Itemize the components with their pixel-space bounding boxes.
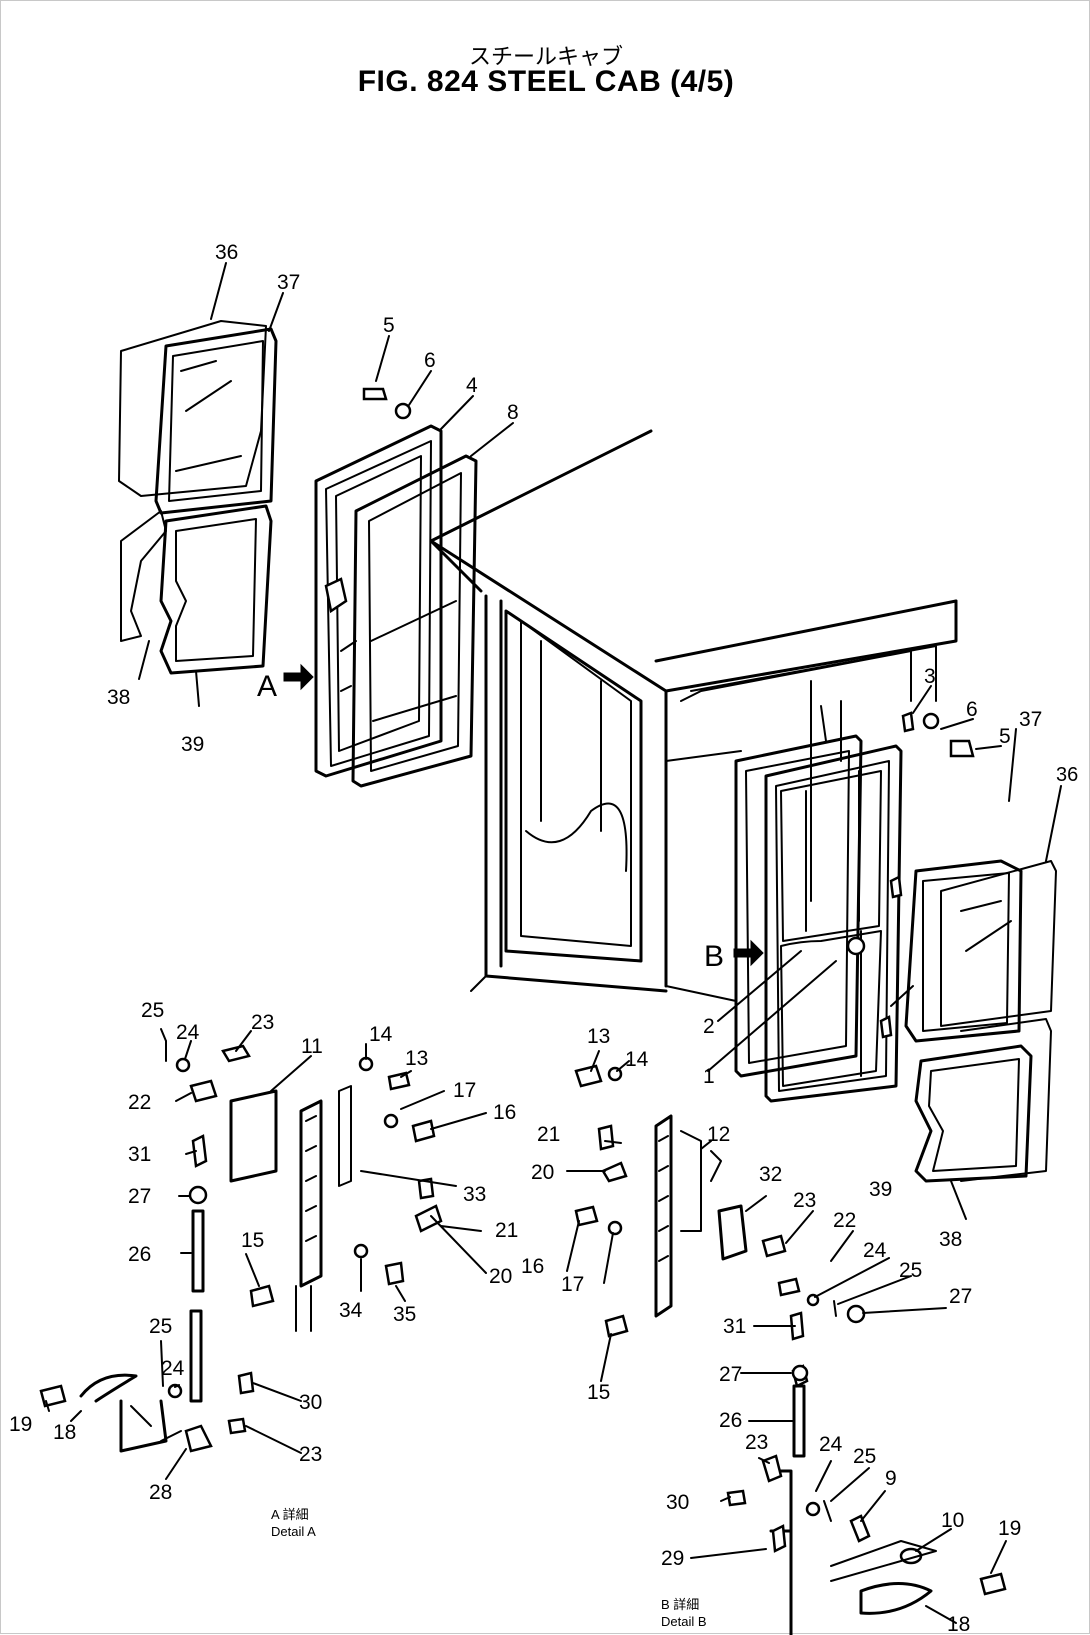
callout-12: 12 xyxy=(707,1123,730,1146)
callout-26-b: 26 xyxy=(719,1409,742,1432)
callout-15-b: 15 xyxy=(587,1381,610,1404)
detail-b-lock-assembly: B 詳細 Detail B xyxy=(574,1064,1007,1635)
callout-21: 21 xyxy=(495,1219,518,1242)
callout-23: 23 xyxy=(251,1011,274,1034)
callout-20-b: 20 xyxy=(531,1161,554,1184)
callout-13: 13 xyxy=(405,1047,428,1070)
callout-17: 17 xyxy=(453,1079,476,1102)
callout-37: 37 xyxy=(277,271,300,294)
title-japanese: スチールキャブ xyxy=(468,45,623,70)
callout-28: 28 xyxy=(149,1481,172,1504)
callout-6: 6 xyxy=(424,349,436,372)
callout-36-right: 36 xyxy=(1056,764,1078,786)
callout-17-b: 17 xyxy=(561,1273,584,1296)
cab-body xyxy=(429,429,958,1002)
callout-5-right: 5 xyxy=(999,725,1011,748)
callout-29: 29 xyxy=(661,1547,684,1570)
detail-b-caption: Detail B xyxy=(661,1614,707,1629)
callout-35: 35 xyxy=(393,1303,416,1326)
callout-16: 16 xyxy=(493,1101,516,1124)
callout-10: 10 xyxy=(941,1509,964,1532)
callout-22-b: 22 xyxy=(833,1209,856,1232)
callout-14: 14 xyxy=(369,1023,393,1046)
callout-34: 34 xyxy=(339,1299,363,1322)
callout-25-b-lower: 25 xyxy=(853,1445,876,1468)
callout-11: 11 xyxy=(301,1035,323,1058)
callout-38-right: 38 xyxy=(939,1228,962,1251)
callout-23-b-lower: 23 xyxy=(745,1431,768,1454)
leader-lines xyxy=(45,262,1062,1624)
callout-37-right: 37 xyxy=(1019,708,1042,731)
callout-15: 15 xyxy=(241,1229,264,1252)
callout-20: 20 xyxy=(489,1265,512,1288)
callout-18: 18 xyxy=(53,1421,76,1444)
callout-13-b: 13 xyxy=(587,1025,610,1048)
callout-18-b: 18 xyxy=(947,1613,970,1635)
callout-23-b: 23 xyxy=(793,1189,816,1212)
callout-24-b: 24 xyxy=(863,1239,887,1262)
callout-22: 22 xyxy=(128,1091,151,1114)
callout-39: 39 xyxy=(181,733,204,756)
callout-24: 24 xyxy=(176,1021,200,1044)
callout-4: 4 xyxy=(466,374,478,397)
callout-30: 30 xyxy=(299,1391,322,1414)
callout-21-b: 21 xyxy=(537,1123,560,1146)
callout-2: 2 xyxy=(703,1015,715,1038)
callout-27-b-lower: 27 xyxy=(719,1363,742,1386)
callout-36: 36 xyxy=(215,241,238,264)
callout-31: 31 xyxy=(128,1143,151,1166)
callout-24-b-lower: 24 xyxy=(819,1433,843,1456)
detail-b-caption-jp: B 詳細 xyxy=(661,1597,699,1612)
callout-27: 27 xyxy=(128,1185,151,1208)
figure-title: FIG. 824 STEEL CAB (4/5) xyxy=(357,65,735,98)
right-door-assembly: B xyxy=(704,711,1057,1183)
callout-39-right: 39 xyxy=(869,1178,892,1201)
callout-33: 33 xyxy=(463,1183,486,1206)
detail-a-caption-jp: A 詳細 xyxy=(271,1507,309,1522)
callout-14-b: 14 xyxy=(625,1048,649,1071)
callout-19: 19 xyxy=(9,1413,32,1436)
callout-26: 26 xyxy=(128,1243,151,1266)
callout-23-lower: 23 xyxy=(299,1443,322,1466)
callout-24-lower: 24 xyxy=(161,1357,185,1380)
callout-19-b: 19 xyxy=(998,1517,1021,1540)
callout-25: 25 xyxy=(141,999,164,1022)
callout-25-b: 25 xyxy=(899,1259,922,1282)
callout-25-lower: 25 xyxy=(149,1315,172,1338)
callout-32: 32 xyxy=(759,1163,782,1186)
callout-6-right: 6 xyxy=(966,698,978,721)
callout-30-b: 30 xyxy=(666,1491,689,1514)
callout-1: 1 xyxy=(703,1065,715,1088)
callout-9: 9 xyxy=(885,1467,897,1490)
callout-5: 5 xyxy=(383,314,395,337)
callout-3: 3 xyxy=(924,665,936,688)
callout-27-b: 27 xyxy=(949,1285,972,1308)
callout-16-b: 16 xyxy=(521,1255,544,1278)
view-marker-a: A xyxy=(257,670,277,703)
detail-a-caption: Detail A xyxy=(271,1524,316,1539)
callout-38: 38 xyxy=(107,686,130,709)
left-door-assembly: A xyxy=(118,320,478,788)
detail-a-lock-assembly: A 詳細 Detail A xyxy=(39,1040,443,1539)
callout-labels: 36 37 38 39 5 6 4 8 3 6 5 37 36 39 38 2 … xyxy=(9,241,1078,1635)
callout-8: 8 xyxy=(507,401,519,424)
callout-31-b: 31 xyxy=(723,1315,746,1338)
view-marker-b: B xyxy=(704,940,724,973)
